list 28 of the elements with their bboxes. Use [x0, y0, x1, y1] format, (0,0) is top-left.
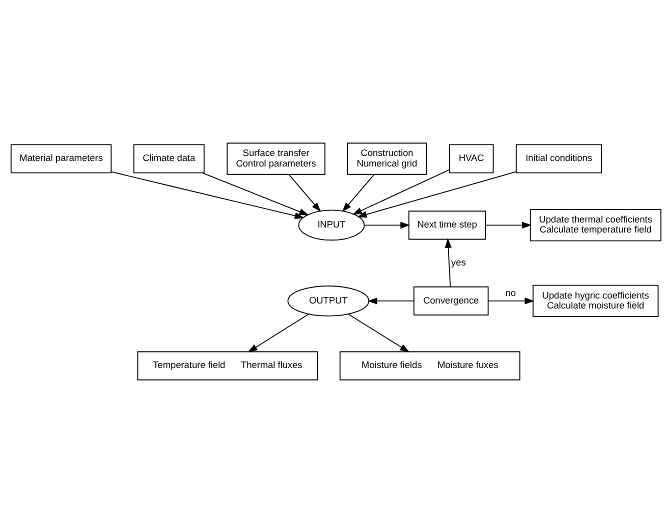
node-box: Construction Numerical grid	[347, 142, 427, 175]
arrow	[488, 298, 534, 304]
node-box: Convergence	[413, 286, 489, 316]
arrow	[485, 222, 532, 229]
node-box: Initial conditions	[516, 144, 602, 174]
arrow	[444, 238, 452, 288]
node-box: Climate data	[133, 144, 205, 174]
edge-label: no	[505, 288, 516, 298]
node-box: Moisture fields Moisture fuxes	[340, 351, 520, 380]
arrow	[352, 169, 450, 215]
node-box: Temperature field Thermal fluxes	[137, 351, 318, 380]
node-box: Next time step	[408, 210, 486, 240]
edge-label: yes	[451, 257, 466, 268]
arrow	[357, 171, 517, 218]
node-box: HVAC	[449, 144, 494, 174]
arrow	[110, 171, 304, 220]
node-box: Material parameters	[10, 144, 112, 174]
arrow	[348, 314, 410, 352]
arrow	[288, 174, 321, 212]
arrow	[367, 298, 414, 304]
node-box: Update hygric coefficients Calculate moisture field	[532, 284, 659, 318]
node-ellipse: OUTPUT	[287, 286, 370, 316]
arrow	[342, 174, 375, 212]
node-box: Surface transfer Control parameters	[226, 142, 326, 175]
node-box: Update thermal coefficients Calculate temperature field	[530, 209, 662, 242]
arrow	[202, 172, 309, 216]
arrow	[364, 222, 410, 229]
arrow	[248, 314, 310, 352]
